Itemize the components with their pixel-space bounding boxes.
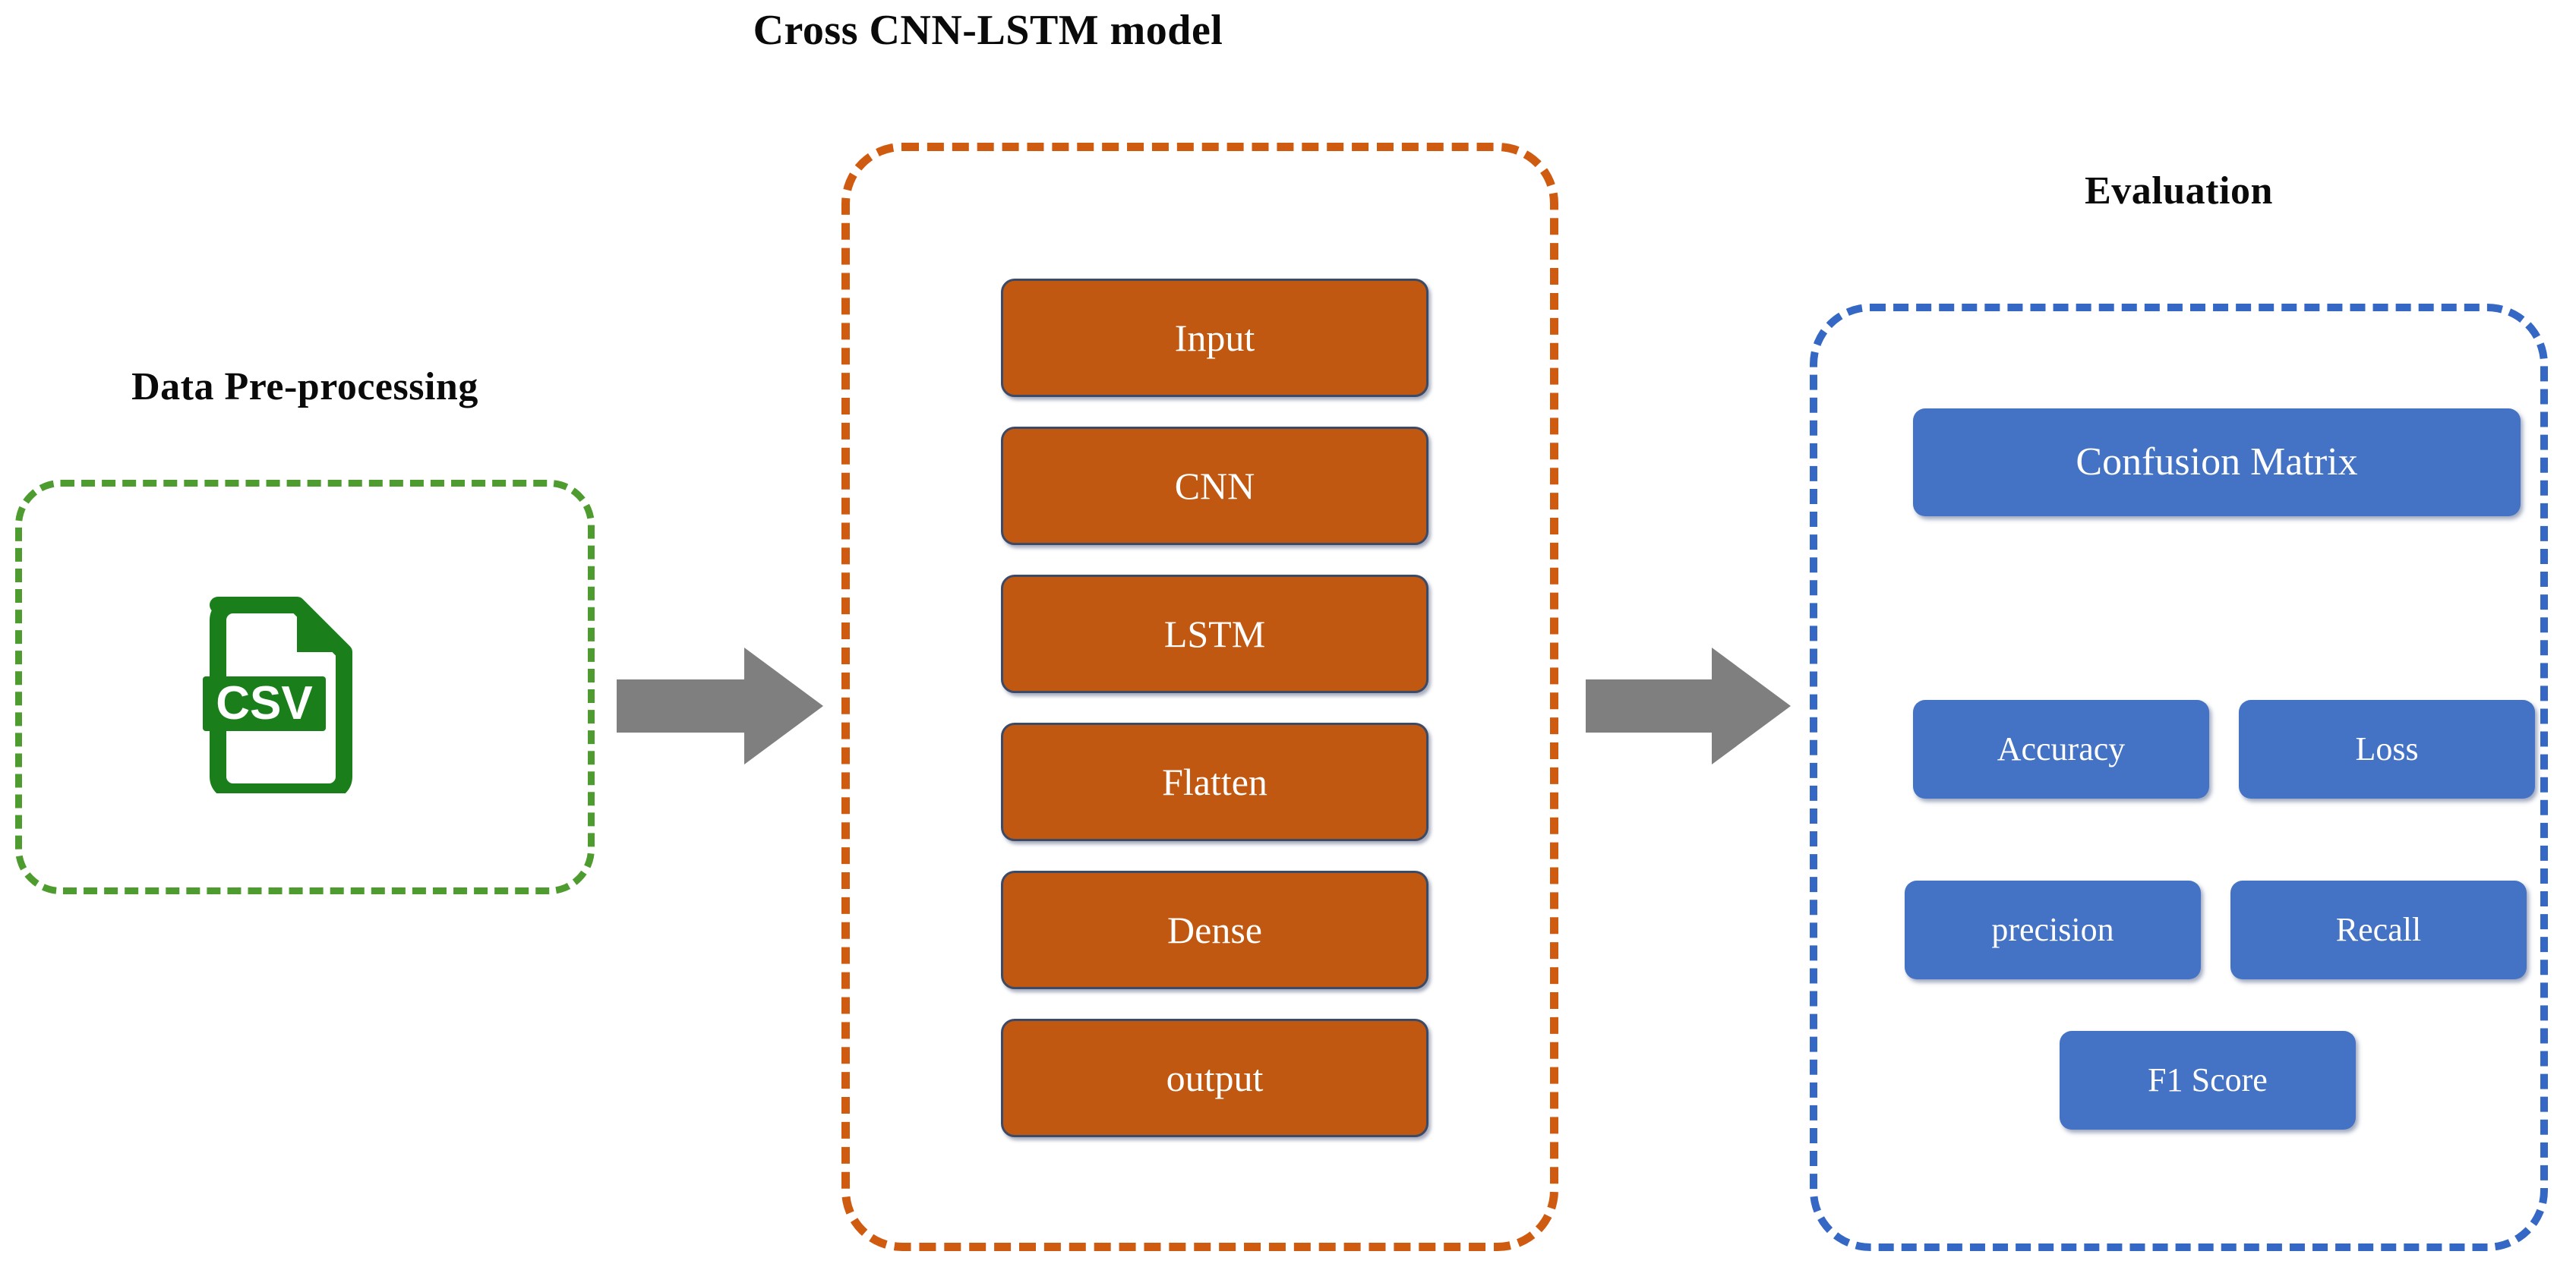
preprocessing-panel [15, 480, 595, 894]
layer-label: Flatten [1162, 761, 1267, 803]
metric-label: Recall [2335, 911, 2422, 948]
metric-box-confusion-matrix[interactable]: Confusion Matrix [1913, 408, 2521, 516]
layer-label: Input [1174, 317, 1255, 359]
metric-label: Accuracy [1997, 730, 2126, 768]
metric-label: Confusion Matrix [2076, 440, 2358, 484]
metric-box-recall[interactable]: Recall [2230, 881, 2527, 979]
layer-box-output[interactable]: output [1001, 1019, 1428, 1137]
model-panel [841, 143, 1558, 1251]
metric-label: precision [1991, 911, 2114, 948]
arrow-model-to-eval [1586, 641, 1791, 771]
layer-label: LSTM [1163, 613, 1266, 655]
preprocessing-section-title: Data Pre-processing [131, 365, 478, 408]
csv-file-icon: CSV [201, 588, 365, 800]
layer-box-dense[interactable]: Dense [1001, 871, 1428, 989]
metric-box-loss[interactable]: Loss [2239, 700, 2535, 799]
evaluation-panel [1810, 304, 2548, 1251]
metric-box-precision[interactable]: precision [1905, 881, 2201, 979]
model-section-title: Cross CNN-LSTM model [753, 7, 1223, 54]
layer-label: CNN [1174, 465, 1255, 507]
arrow-pre-to-model [617, 641, 823, 771]
metric-label: F1 Score [2148, 1061, 2268, 1098]
metric-label: Loss [2355, 730, 2419, 768]
csv-icon-label: CSV [216, 677, 312, 730]
layer-box-lstm[interactable]: LSTM [1001, 575, 1428, 693]
evaluation-section-title: Evaluation [2085, 169, 2273, 213]
layer-label: output [1166, 1057, 1264, 1099]
layer-box-cnn[interactable]: CNN [1001, 427, 1428, 545]
metric-box-accuracy[interactable]: Accuracy [1913, 700, 2209, 799]
layer-label: Dense [1167, 909, 1262, 951]
layer-box-input[interactable]: Input [1001, 279, 1428, 397]
layer-box-flatten[interactable]: Flatten [1001, 723, 1428, 841]
metric-box-f1-score[interactable]: F1 Score [2060, 1031, 2356, 1130]
